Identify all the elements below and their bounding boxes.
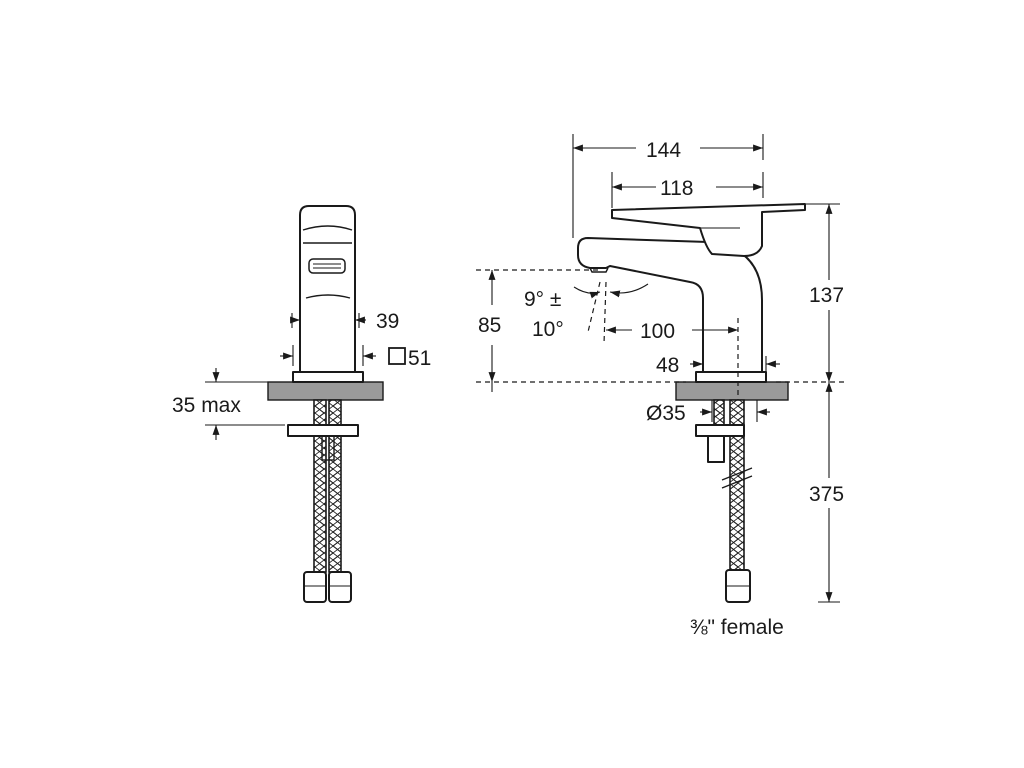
front-tap-body — [299, 205, 356, 375]
side-base-flange — [695, 371, 767, 383]
connector-note: ⅜" female — [690, 616, 784, 639]
square-symbol — [388, 347, 406, 365]
front-counter-top — [267, 381, 384, 401]
dim-144-label: 144 — [646, 139, 681, 162]
dim-35-max-label: 35 max — [172, 394, 241, 417]
side-counter-top — [675, 381, 789, 401]
front-aerator — [308, 258, 346, 274]
dim-angle-label-b: 10° — [532, 318, 564, 341]
front-lever — [302, 225, 353, 244]
side-fixing-plate — [695, 424, 745, 437]
dim-39-label: 39 — [376, 310, 399, 333]
dim-137-label: 137 — [809, 284, 844, 307]
front-nut-left — [303, 571, 327, 603]
front-base-flange — [292, 371, 364, 383]
dim-85-label: 85 — [478, 314, 501, 337]
side-lever — [611, 203, 806, 257]
side-tap-body — [577, 237, 763, 373]
dim-diam-35-label: Ø35 — [646, 402, 686, 425]
side-view: 144 118 137 375 85 9° ± 10° 100 — [476, 134, 846, 639]
dim-100-label: 100 — [640, 320, 675, 343]
dim-51-label: 51 — [408, 347, 431, 370]
front-view: 39 51 35 max — [172, 205, 431, 603]
dim-118-label: 118 — [660, 177, 693, 200]
dim-375-label: 375 — [809, 483, 844, 506]
dim-48-label: 48 — [656, 354, 679, 377]
dim-angle-label-a: 9° ± — [524, 288, 561, 311]
front-fixing-plate — [287, 424, 359, 437]
front-nut-right — [328, 571, 352, 603]
